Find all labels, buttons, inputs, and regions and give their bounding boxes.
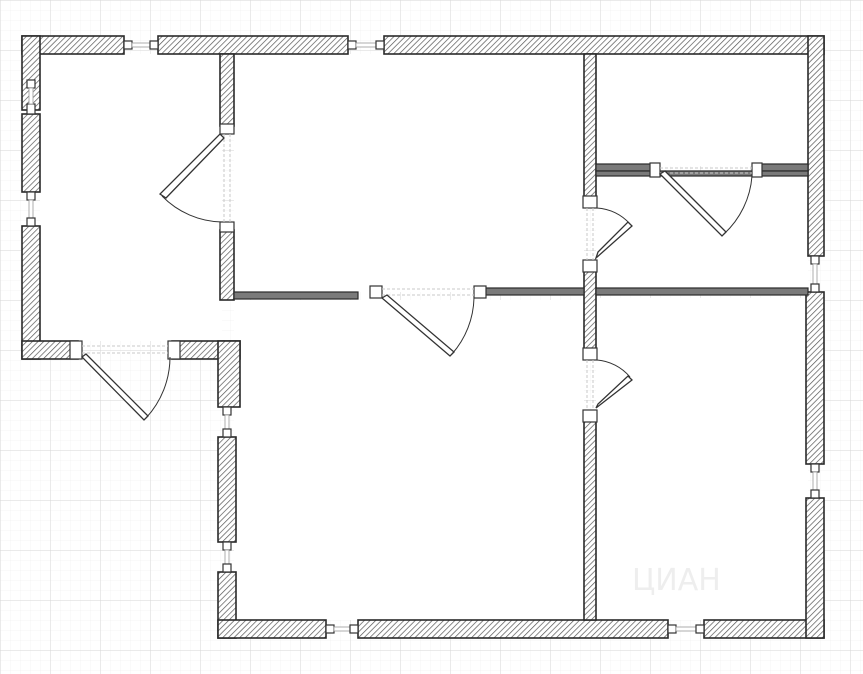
partition-wall [759,163,809,172]
window [222,541,232,573]
window [347,40,385,50]
room-bottom-right [596,298,808,620]
room-top-right [596,54,808,166]
door [582,347,633,423]
partition-wall [595,287,809,296]
wall-segment [807,35,825,257]
door [369,285,487,357]
room-bottom-center [234,300,584,620]
window [26,79,36,105]
interior-wall [219,229,235,301]
window [123,40,159,50]
room-top-center [234,54,584,292]
wall-segment [157,35,349,55]
wall-segment [217,436,237,543]
window [325,624,359,634]
window [26,191,36,227]
room-floors [40,54,808,620]
interior-wall [583,261,597,351]
window [26,103,36,115]
door [582,195,633,273]
window [810,255,820,293]
interior-wall [583,417,597,621]
wall-segment [383,35,825,55]
wall-segment [805,497,825,639]
wall-segment [21,225,41,360]
doors [69,123,763,423]
wall-segment [217,619,327,639]
door [158,123,235,233]
interior-wall [583,53,597,201]
exterior-walls [21,35,825,639]
wall-segment [217,340,241,408]
partition-wall [481,287,585,296]
windows [26,40,820,634]
window [222,406,232,438]
door [649,162,763,237]
partition-wall [595,163,655,172]
wall-segment [805,291,825,465]
watermark-text: ЦИАН [632,563,721,598]
wall-segment [21,113,41,193]
door [69,340,181,421]
wall-segment [357,619,669,639]
window [667,624,705,634]
room-middle-right [596,174,808,292]
window [810,463,820,499]
room-left [40,54,222,341]
partition-wall [233,291,359,300]
interior-wall [219,53,235,127]
